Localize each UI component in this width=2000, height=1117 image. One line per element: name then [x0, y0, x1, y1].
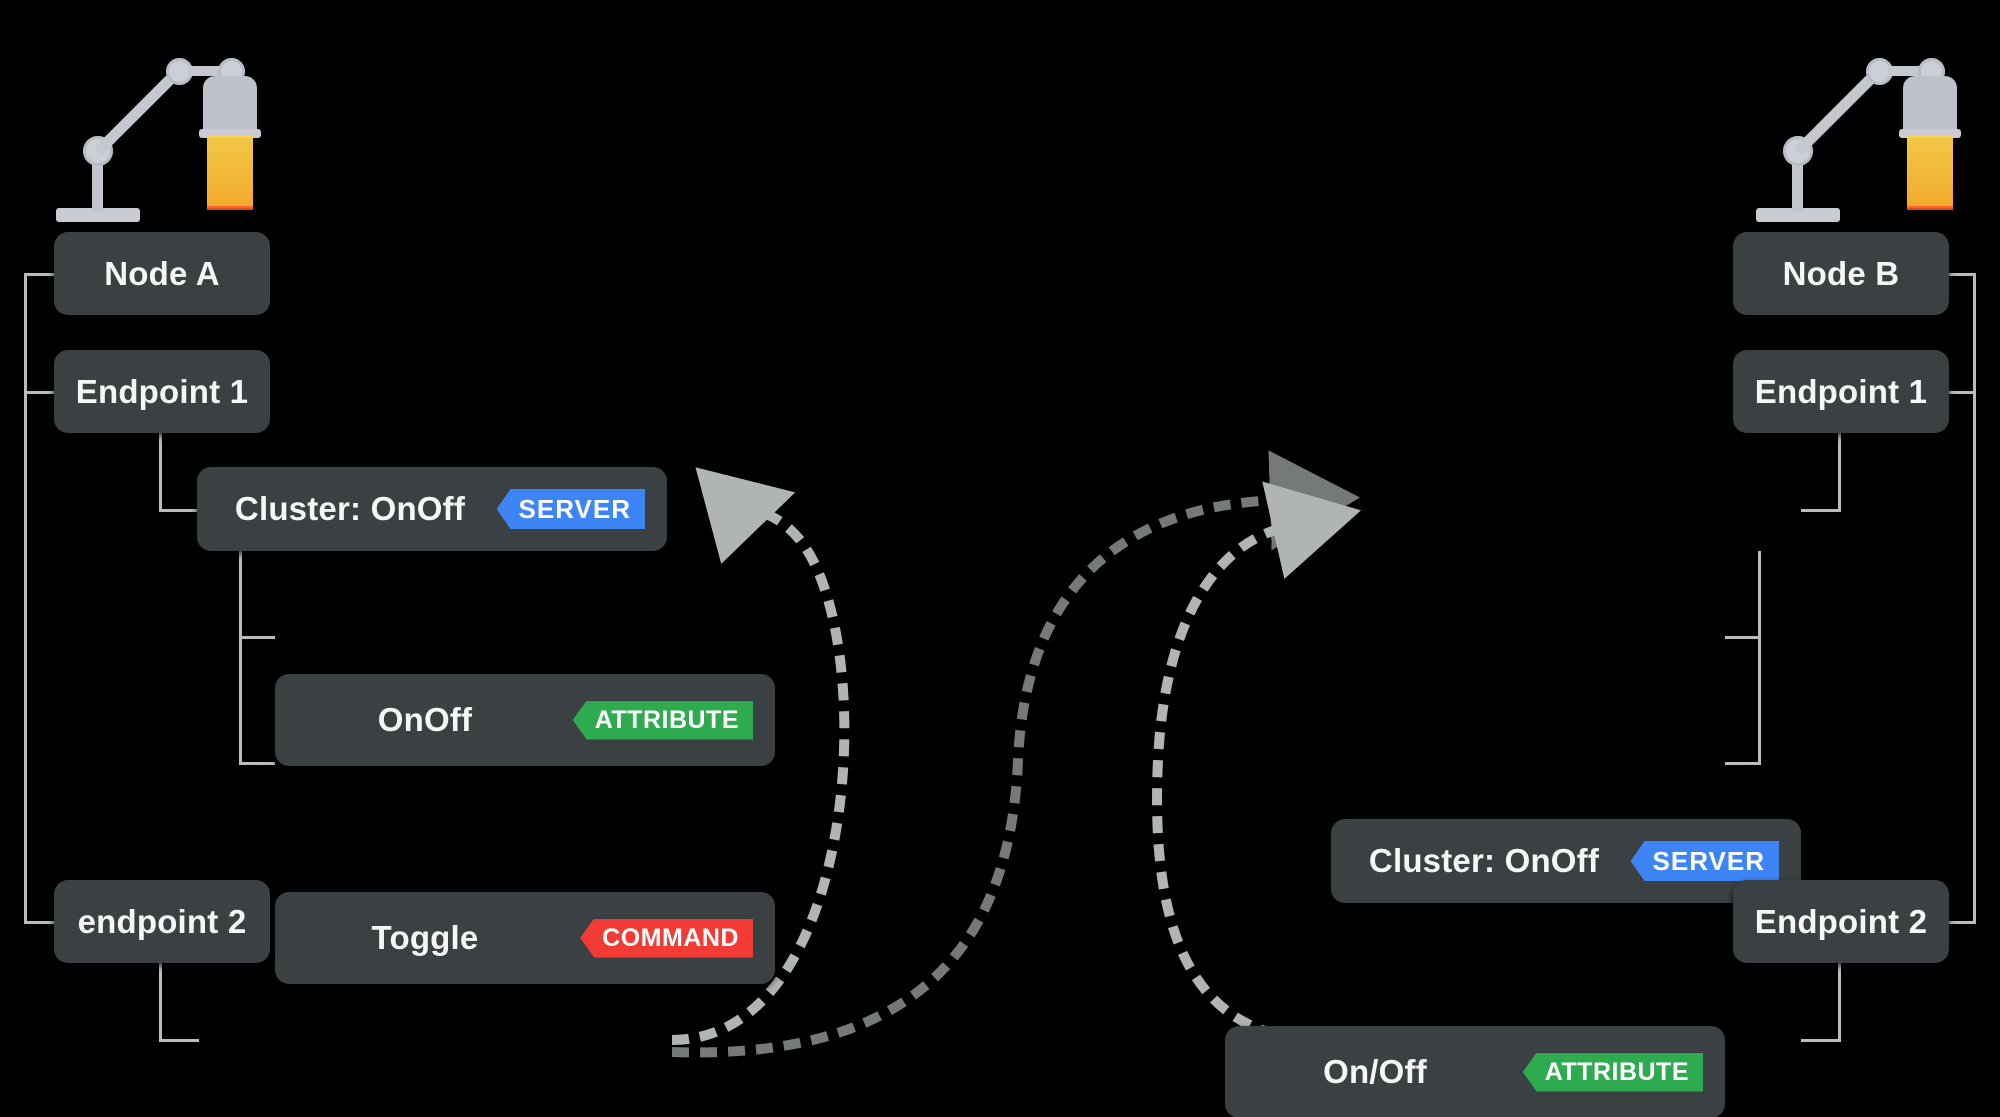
endpoint-2-box-right[interactable]: Endpoint 2	[1733, 880, 1949, 963]
node-b-label: Node B	[1782, 254, 1900, 292]
desk-lamp-icon-right	[1740, 28, 1961, 222]
lamp-arm-top	[188, 66, 230, 76]
tree-spine-left	[24, 273, 27, 923]
tree-branch-endpoint2-right	[1941, 921, 1976, 924]
lamp-base	[1756, 208, 1840, 222]
tree-drop-endpoint1-left	[159, 433, 162, 509]
command-row-box-left[interactable]: Toggle COMMAND	[275, 892, 775, 984]
tree-drop-endpoint2-right	[1838, 963, 1841, 1039]
tree-branch-endpoint1-right	[1941, 391, 1976, 394]
attribute-badge-right: ATTRIBUTE	[1522, 1052, 1703, 1092]
command-label-left: Toggle	[371, 919, 479, 956]
lamp-shade-lip	[199, 129, 261, 138]
server-badge-right: SERVER	[1630, 841, 1779, 881]
lamp-base	[56, 208, 140, 222]
attribute-label-right: On/Off	[1323, 1053, 1427, 1090]
endpoint-2-box-left[interactable]: endpoint 2	[54, 880, 270, 963]
lamp-light-beam	[1907, 136, 1953, 208]
tree-connect-cluster-server-right	[1801, 509, 1841, 512]
lamp-arm	[1794, 68, 1882, 156]
badge-slot-attribute-right: ATTRIBUTE	[1522, 1052, 1703, 1092]
badge-slot-command-left: COMMAND	[580, 918, 753, 958]
tree-connect-attribute-right	[1725, 636, 1761, 639]
lamp-shade	[1903, 76, 1957, 134]
endpoint-1-label-left: Endpoint 1	[75, 372, 249, 410]
badge-slot-server-left: SERVER	[496, 489, 645, 529]
lamp-arm	[94, 68, 182, 156]
endpoint-1-box-right[interactable]: Endpoint 1	[1733, 350, 1949, 433]
cluster-onoff-server-label-left: Cluster: OnOff	[234, 490, 466, 527]
tree-branch-node-a	[24, 273, 56, 276]
tree-connect-cluster-server-left	[159, 509, 199, 512]
cluster-onoff-server-label-right: Cluster: OnOff	[1368, 842, 1600, 879]
tree-branch-endpoint1-left	[24, 391, 56, 394]
cluster-onoff-server-box-left[interactable]: Cluster: OnOff SERVER	[197, 467, 667, 551]
node-b-box[interactable]: Node B	[1733, 232, 1949, 315]
tree-spine-right	[1973, 273, 1976, 923]
tree-drop-endpoint2-left	[159, 963, 162, 1039]
tree-connect-attribute-left	[239, 636, 275, 639]
endpoint-2-label-right: Endpoint 2	[1754, 902, 1928, 940]
command-badge-left: COMMAND	[580, 918, 753, 958]
tree-drop-endpoint1-right	[1838, 433, 1841, 509]
tree-connect-command-left	[239, 762, 275, 765]
attribute-row-box-right[interactable]: On/Off ATTRIBUTE	[1225, 1026, 1725, 1117]
endpoint-1-box-left[interactable]: Endpoint 1	[54, 350, 270, 433]
lamp-light-edge	[207, 206, 253, 210]
lamp-post	[92, 150, 103, 212]
lamp-shade-lip	[1899, 129, 1961, 138]
lamp-light-beam	[207, 136, 253, 208]
tree-branch-node-b	[1941, 273, 1976, 276]
endpoint-2-label-left: endpoint 2	[77, 902, 247, 940]
badge-slot-attribute-left: ATTRIBUTE	[572, 700, 753, 740]
attribute-badge-left: ATTRIBUTE	[572, 700, 753, 740]
desk-lamp-icon-left	[40, 28, 261, 222]
tree-connect-cluster-client-right	[1801, 1039, 1841, 1042]
cluster-onoff-server-box-right[interactable]: Cluster: OnOff SERVER	[1331, 819, 1801, 903]
tree-connect-command-right	[1725, 762, 1761, 765]
node-a-box[interactable]: Node A	[54, 232, 270, 315]
server-badge-left: SERVER	[496, 489, 645, 529]
lamp-arm-top	[1888, 66, 1930, 76]
node-a-label: Node A	[104, 254, 220, 292]
lamp-post	[1792, 150, 1803, 212]
badge-slot-server-right: SERVER	[1630, 841, 1779, 881]
tree-connect-cluster-client-left	[159, 1039, 199, 1042]
tree-branch-endpoint2-left	[24, 921, 56, 924]
tree-spine-cluster-left	[239, 551, 242, 765]
endpoint-1-label-right: Endpoint 1	[1754, 372, 1928, 410]
lamp-light-edge	[1907, 206, 1953, 210]
attribute-row-box-left[interactable]: OnOff ATTRIBUTE	[275, 674, 775, 766]
attribute-label-left: OnOff	[377, 701, 473, 738]
tree-spine-cluster-right	[1758, 551, 1761, 765]
binding-right-client-to-right-server	[1152, 481, 1362, 1046]
lamp-shade	[203, 76, 257, 134]
